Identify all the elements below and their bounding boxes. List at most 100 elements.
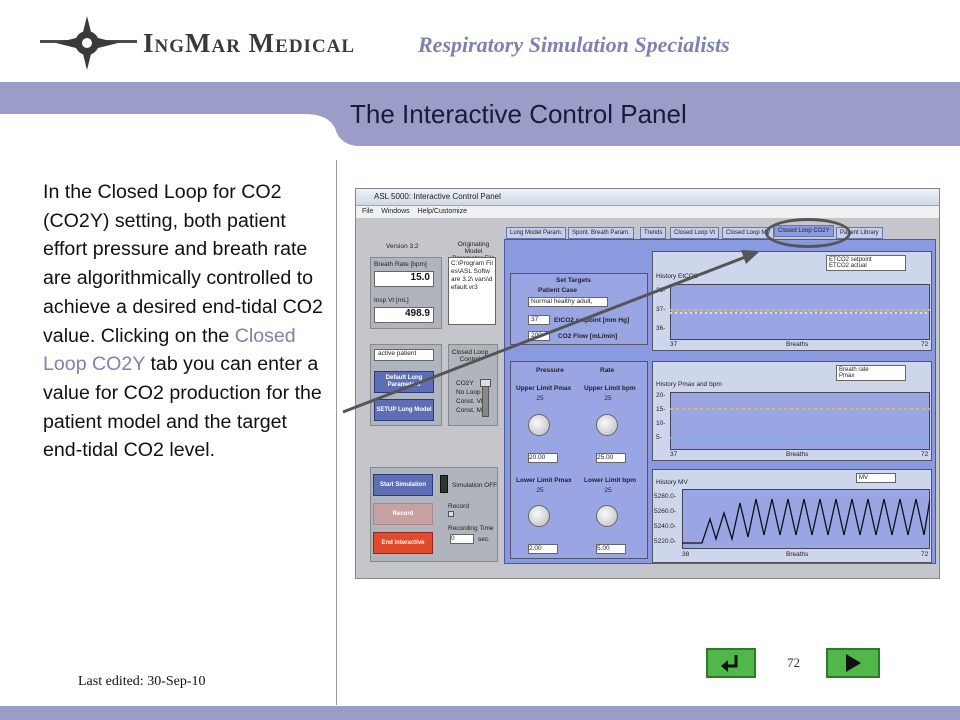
tab-highlight-circle — [765, 218, 851, 248]
graph2-x-label: Breaths — [786, 451, 809, 458]
graph3-title: History MV — [656, 479, 688, 486]
body-text: In the Closed Loop for CO2 (CO2Y) settin… — [43, 178, 328, 465]
graph2-series — [670, 408, 930, 439]
graph1-title: History EtCO2 — [656, 273, 698, 280]
closed-loop-label: Closed Loop Control — [451, 349, 489, 363]
y-tick: 15- — [656, 406, 666, 413]
active-patient-field[interactable]: active patient — [374, 349, 434, 361]
lower-bpm-field[interactable]: 5.00 — [596, 544, 626, 554]
patient-case-select[interactable]: Normal healthy adult, — [528, 297, 608, 307]
graph2-title: History Pmax and bpm — [656, 381, 722, 388]
patient-case-label: Patient Case — [538, 287, 578, 294]
pressure-label: Pressure — [536, 367, 564, 374]
knob-tick: 25 — [604, 395, 612, 402]
graph2-x-start: 37 — [670, 451, 678, 458]
simulation-status: Simulation OFF — [452, 482, 498, 489]
body-text-part: tab you can enter a value for CO2 produc… — [43, 353, 322, 462]
version-label: Version 3.2 — [386, 243, 419, 250]
lower-pmax-field[interactable]: 2.00 — [528, 544, 558, 554]
co2-flow-field[interactable]: 200 — [528, 331, 550, 341]
etco2-setpoint-label: EtCO2 setpoint [mm Hg] — [554, 317, 630, 324]
menu-help[interactable]: Help/Customize — [417, 208, 468, 215]
graph2-x-end: 72 — [921, 451, 929, 458]
closed-loop-slider-thumb[interactable] — [480, 379, 491, 387]
y-tick: 5260.0- — [654, 508, 677, 515]
recording-unit: sec. — [478, 536, 490, 543]
y-tick: 5- — [656, 434, 662, 441]
graph3-legend: MV — [856, 473, 896, 483]
legend-item: Breath rate — [839, 367, 869, 373]
record-label: Record — [448, 503, 469, 510]
graph1-x-start: 37 — [670, 341, 678, 348]
title-band — [0, 82, 960, 146]
tab-spont-breath-param[interactable]: Spont. Breath Param. — [568, 227, 634, 239]
y-tick: 20- — [656, 392, 666, 399]
breath-rate-label: Breath Rate [bpm] — [374, 261, 427, 268]
ingmar-compass-logo-icon — [56, 16, 118, 70]
graph1-yaxis: 38- 37- 36- — [656, 281, 665, 338]
graph3-x-start: 38 — [682, 551, 690, 558]
knob-tick: 25 — [536, 395, 544, 402]
upper-bpm-knob[interactable] — [596, 414, 618, 436]
control-panel-screenshot: ASL 5000: Interactive Control Panel File… — [355, 188, 940, 579]
lower-pmax-label: Lower Limit Pmax — [516, 477, 572, 484]
start-simulation-button[interactable]: Start Simulation — [373, 474, 433, 496]
tab-lung-model-param[interactable]: Lung Model Param. — [506, 227, 567, 239]
graph1-x-end: 72 — [921, 341, 929, 348]
upper-pmax-knob[interactable] — [528, 414, 550, 436]
tab-closed-loop-vt[interactable]: Closed Loop Vt — [670, 227, 720, 239]
co2-flow-label: CO2 Flow [mL/min] — [558, 333, 618, 340]
breath-rate-field[interactable]: 15.0 — [374, 271, 434, 287]
menu-windows[interactable]: Windows — [381, 208, 410, 215]
record-button[interactable]: Record — [373, 503, 433, 525]
y-tick: 10- — [656, 420, 666, 427]
bottom-band — [0, 706, 960, 720]
graph3-x-end: 72 — [921, 551, 929, 558]
knob-tick: 25 — [604, 487, 612, 494]
recording-time-label: Recording Time — [448, 525, 494, 532]
y-tick: 37- — [656, 306, 666, 313]
menu-file[interactable]: File — [362, 208, 374, 215]
logo-wordmark: IngMar Medical — [137, 28, 362, 59]
slide-title: The Interactive Control Panel — [350, 99, 687, 129]
upper-pmax-field[interactable]: 20.00 — [528, 453, 558, 463]
graph2-yaxis: 20- 15- 10- 5- — [656, 389, 665, 445]
rate-label: Rate — [600, 367, 615, 374]
y-tick: 38- — [656, 287, 666, 294]
legend-item: ETCO2 actual — [829, 263, 867, 269]
etco2-setpoint-field[interactable]: 37 — [528, 315, 550, 325]
orig-model-path: C:\Program Files\ASL Software 3.2\ vars\… — [448, 257, 496, 325]
upper-pmax-label: Upper Limit Pmax — [516, 385, 572, 392]
next-button[interactable] — [826, 648, 880, 678]
graph3-series — [682, 498, 930, 544]
end-interactive-button[interactable]: End Interactive — [373, 532, 433, 554]
lower-pmax-knob[interactable] — [528, 505, 550, 527]
knob-tick: 25 — [536, 487, 544, 494]
y-tick: 36- — [656, 325, 666, 332]
last-edited: Last edited: 30-Sep-10 — [78, 674, 206, 689]
graph1-x-label: Breaths — [786, 341, 809, 348]
insp-vt-field[interactable]: 498.9 — [374, 307, 434, 323]
page-number: 72 — [787, 655, 800, 670]
upper-bpm-field[interactable]: 25.00 — [596, 453, 626, 463]
lower-bpm-label: Lower Limit bpm — [584, 477, 636, 484]
lower-bpm-knob[interactable] — [596, 505, 618, 527]
setup-lung-model-button[interactable]: SETUP Lung Model — [374, 399, 434, 421]
tab-trends[interactable]: Trends — [640, 227, 667, 239]
graph1-series — [670, 309, 930, 314]
legend-item: ETCO2 setpoint — [829, 257, 872, 263]
return-arrow-icon — [721, 655, 738, 672]
legend-item: Pmax — [839, 373, 855, 379]
simulation-led — [440, 475, 448, 493]
y-tick: 5280.0- — [654, 493, 677, 500]
y-tick: 5240.0- — [654, 523, 677, 530]
insp-vt-label: Insp Vt [mL] — [374, 297, 409, 304]
recording-time-field[interactable]: 0 — [450, 534, 474, 544]
default-lung-params-button[interactable]: Default Lung Parameters — [374, 371, 434, 393]
graph3-yaxis: 5280.0-5260.0-5240.0-5220.0- — [654, 489, 676, 549]
record-indicator — [448, 511, 454, 517]
back-button[interactable] — [706, 648, 756, 678]
graph3-x-label: Breaths — [786, 551, 809, 558]
